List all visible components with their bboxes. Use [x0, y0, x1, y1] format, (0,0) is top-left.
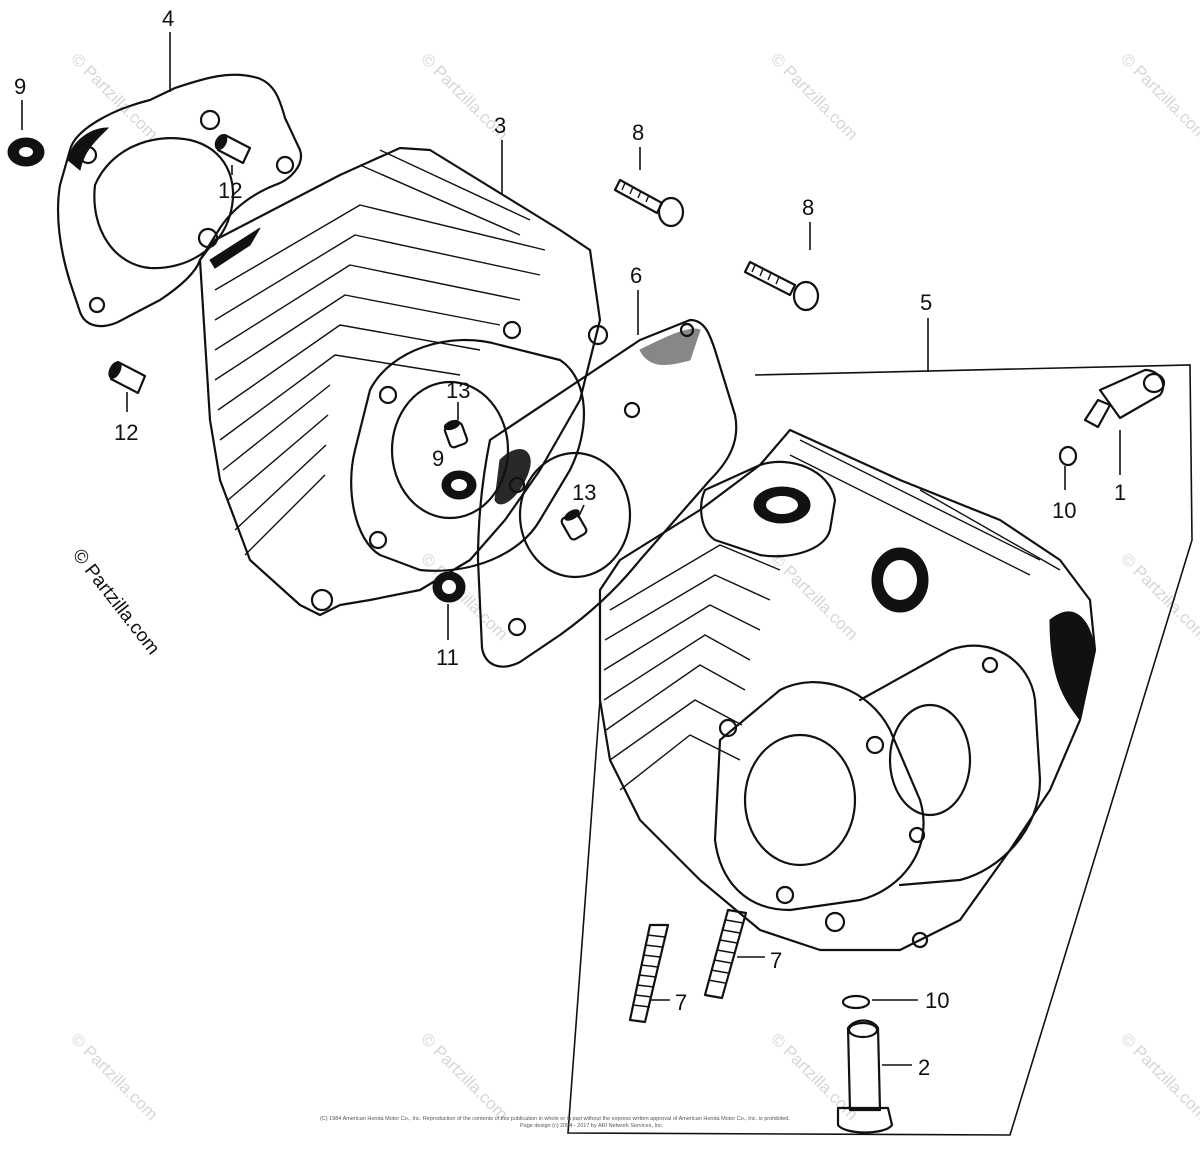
- part-9-oring[interactable]: [441, 470, 477, 500]
- callouts: 4 9 12 12 3 8 8 6 5 13 9 13 11 1 10 7 7: [14, 6, 1126, 1080]
- part-10-washer[interactable]: [841, 994, 871, 1010]
- part-9-oring[interactable]: [7, 137, 45, 167]
- part-11-oring[interactable]: [432, 571, 466, 603]
- callout-11: 11: [436, 645, 459, 670]
- watermark: © Partzilla.com: [67, 1029, 161, 1123]
- part-5-assembly-box: [567, 364, 1193, 1136]
- part-8-bolt[interactable]: [743, 260, 820, 312]
- callout-5: 5: [920, 290, 932, 315]
- part-6-gasket[interactable]: [476, 318, 738, 668]
- callout-13: 13: [446, 378, 470, 403]
- part-3-cylinder[interactable]: [198, 146, 609, 617]
- callout-8: 8: [632, 120, 644, 145]
- watermark: © Partzilla.com: [767, 49, 861, 143]
- part-10-washer[interactable]: [1058, 445, 1078, 467]
- copyright-notice: (C) 1984 American Honda Motor Co., Inc. …: [320, 1116, 790, 1129]
- part-13-dowel-pin[interactable]: [560, 508, 588, 541]
- callout-13: 13: [572, 480, 596, 505]
- callout-6: 6: [630, 263, 642, 288]
- callout-12: 12: [218, 178, 242, 203]
- callout-10: 10: [925, 988, 949, 1013]
- callout-7: 7: [675, 990, 687, 1015]
- part-12-dowel-pin[interactable]: [213, 133, 252, 165]
- callout-10: 10: [1052, 498, 1076, 523]
- callout-12: 12: [114, 420, 138, 445]
- copyright-line: (C) 1984 American Honda Motor Co., Inc. …: [320, 1116, 790, 1122]
- part-7-stud[interactable]: [628, 923, 670, 1024]
- callout-8: 8: [802, 195, 814, 220]
- copyright-line: Page design (c) 2004 - 2017 by ARI Netwo…: [520, 1123, 664, 1129]
- part-8-bolt[interactable]: [613, 178, 685, 228]
- part-4-gasket[interactable]: [56, 73, 303, 328]
- part-5-cylinder-head[interactable]: [598, 428, 1097, 952]
- callout-1: 1: [1114, 480, 1126, 505]
- watermark: © Partzilla.com: [1117, 1029, 1200, 1123]
- watermark: © Partzilla.com: [1117, 549, 1200, 643]
- watermark: © Partzilla.com: [1117, 49, 1200, 143]
- watermark: © Partzilla.com: [67, 49, 161, 143]
- watermark-side: © Partzilla.com: [68, 545, 163, 659]
- part-2-bolt[interactable]: [836, 1019, 894, 1134]
- callout-7: 7: [770, 948, 782, 973]
- callout-4: 4: [162, 6, 174, 31]
- callout-3: 3: [494, 113, 506, 138]
- callout-9: 9: [432, 446, 444, 471]
- part-13-dowel-pin[interactable]: [443, 419, 469, 449]
- part-12-dowel-pin[interactable]: [106, 360, 147, 395]
- part-1-bolt[interactable]: [1083, 368, 1166, 429]
- callout-2: 2: [918, 1055, 930, 1080]
- watermarks: © Partzilla.com © Partzilla.com © Partzi…: [67, 49, 1200, 1123]
- watermark: © Partzilla.com: [767, 549, 861, 643]
- watermark: © Partzilla.com: [417, 1029, 511, 1123]
- part-7-stud[interactable]: [703, 908, 748, 1000]
- callout-9: 9: [14, 74, 26, 99]
